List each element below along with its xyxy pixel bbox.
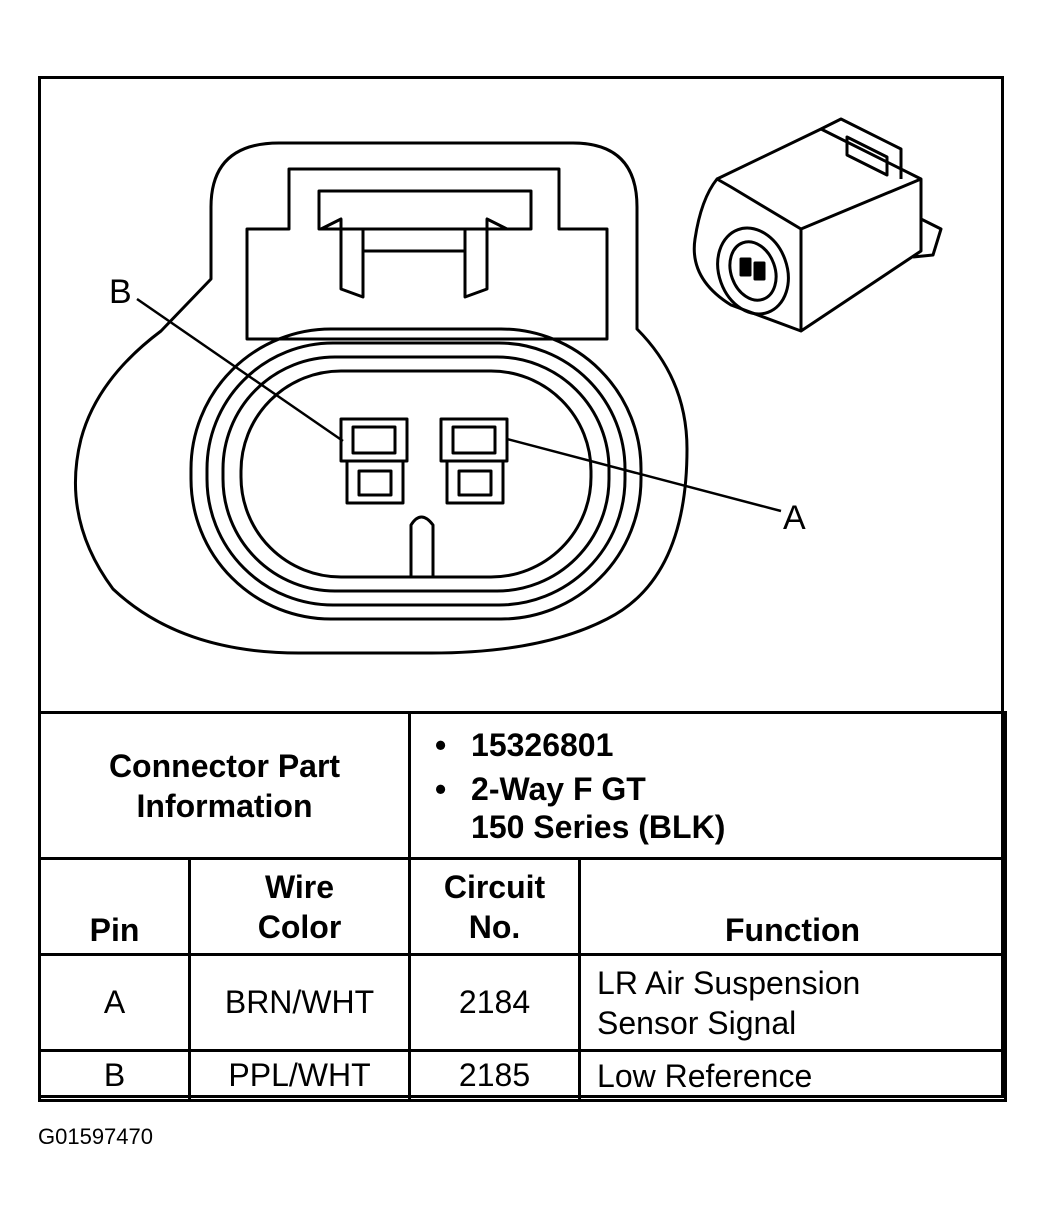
row-b-wire-color: PPL/WHT [187,1049,412,1102]
connector-pin-table: Connector Part Information •15326801 •2-… [37,711,1008,1102]
row-a-wire-color: BRN/WHT [187,953,412,1052]
part-description-line1: 2-Way F GT [471,770,646,807]
seal-ring-inner [239,369,593,579]
leader-line-b [136,297,344,443]
row-a-function: LR Air Suspension Sensor Signal [578,953,1008,1052]
leader-line-a [506,437,782,513]
latch-inner [317,189,533,231]
table-header-row: Pin Wire Color Circuit No. Function [38,857,1008,956]
seal-ring-2 [205,341,627,607]
header-circuit-no: Circuit No. [408,857,582,956]
connector-isometric-view [692,117,943,333]
header-wire-color: Wire Color [187,857,412,956]
row-b-function: Low Reference [578,1049,1008,1102]
pin-a-callout: A [783,499,806,537]
figure-id: G01597470 [38,1124,153,1149]
seal-ring-3 [221,355,611,593]
row-a-circuit-no: 2184 [408,953,582,1052]
row-b-pin: B [38,1049,191,1102]
part-number: 15326801 [471,726,614,763]
header-function: Function [578,857,1008,956]
row-b-circuit-no: 2185 [408,1049,582,1102]
latch-housing [245,167,609,341]
table-row: B PPL/WHT 2185 Low Reference [38,1049,1008,1102]
terminal-a [439,417,509,505]
part-description-line2: 150 Series (BLK) [471,808,726,845]
connector-info-row: Connector Part Information •15326801 •2-… [37,711,1008,860]
key-notch [409,515,435,577]
row-a-pin: A [38,953,191,1052]
connector-face-drawing [74,117,943,655]
connector-housing-outline [74,141,689,655]
table-row: A BRN/WHT 2184 LR Air Suspension Sensor … [38,953,1008,1052]
connector-info-label: Connector Part Information [37,711,412,860]
connector-illustration: B A [41,79,1001,711]
pin-b-callout: B [109,273,132,311]
part-number-item: •15326801 [435,726,614,763]
header-pin: Pin [38,857,191,956]
terminal-b [339,417,409,505]
latch-tab [320,217,508,299]
diagram-frame: B A Connector Part Information •15326801… [37,76,1008,1102]
